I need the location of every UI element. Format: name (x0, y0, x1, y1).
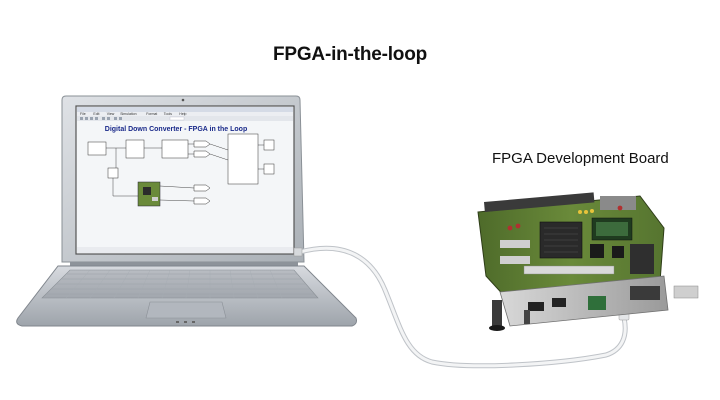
board-slot1 (500, 240, 530, 248)
screen-menu-item: Tools (164, 112, 172, 116)
board-slot2 (500, 256, 530, 264)
model-block-ddc (125, 139, 145, 159)
model-block-out2 (193, 150, 211, 158)
laptop-touchpad (145, 301, 227, 319)
board-standoff-mid (524, 310, 530, 324)
board-bracket (499, 275, 669, 327)
board-caps (507, 205, 623, 231)
model-block-filter (161, 139, 189, 159)
screen-menu-item: Edit (93, 112, 99, 116)
screen-toolbar-icons (80, 116, 185, 121)
model-block-source (87, 141, 107, 156)
model-block-icon2 (263, 163, 275, 175)
laptop-connector (293, 247, 303, 257)
screen-titlebar (77, 107, 293, 112)
diagram-title: FPGA-in-the-loop (272, 44, 428, 65)
fpga-board (477, 192, 699, 331)
model-block-icon (263, 139, 275, 151)
board-chip3 (612, 246, 624, 258)
laptop: File Edit View Simulation Format Tools Help Di… (16, 95, 357, 327)
board-standoff-left (492, 300, 502, 326)
board-leds (578, 209, 594, 214)
board-connector-top (600, 196, 636, 210)
screen-model-title: Digital Down Converter - FPGA in the Loo… (105, 126, 247, 133)
screen-statusbar (77, 247, 293, 253)
model-wires (106, 143, 264, 202)
screen-menu-item: File (80, 112, 86, 116)
model-block-out3 (193, 184, 211, 192)
webcam-icon (181, 98, 185, 102)
screen-menu: File Edit View Simulation Format Tools Help (80, 112, 187, 116)
laptop-hinge (70, 262, 298, 268)
board-connector-right (630, 244, 654, 274)
screen-menu-item: Help (179, 112, 186, 116)
screen-menu-item: View (107, 112, 115, 116)
screen-menu-item: Format (146, 112, 157, 116)
board-port2 (552, 298, 566, 307)
board-label: FPGA Development Board (492, 150, 669, 167)
model-fpga-chip (143, 187, 151, 195)
board-port-dvi (630, 286, 660, 300)
model-block-switch (107, 167, 119, 179)
board-chip2 (590, 244, 604, 258)
board-pcie-edge (673, 285, 699, 299)
screen-menubar (77, 112, 293, 116)
screen-menu-item: Simulation (120, 112, 136, 116)
fpga-heatsink (544, 227, 578, 253)
board-port1 (528, 302, 544, 311)
simulink-model (87, 133, 275, 205)
screen-toolbar (77, 116, 293, 121)
keyboard-columns (65, 269, 283, 299)
model-block-out4 (193, 197, 211, 205)
board-slot-long (523, 265, 615, 275)
model-block-scope (227, 133, 259, 185)
board-port-green (588, 296, 606, 310)
board-header-top (484, 192, 595, 212)
keyboard-keys (46, 273, 314, 295)
model-block-out1 (193, 140, 211, 148)
